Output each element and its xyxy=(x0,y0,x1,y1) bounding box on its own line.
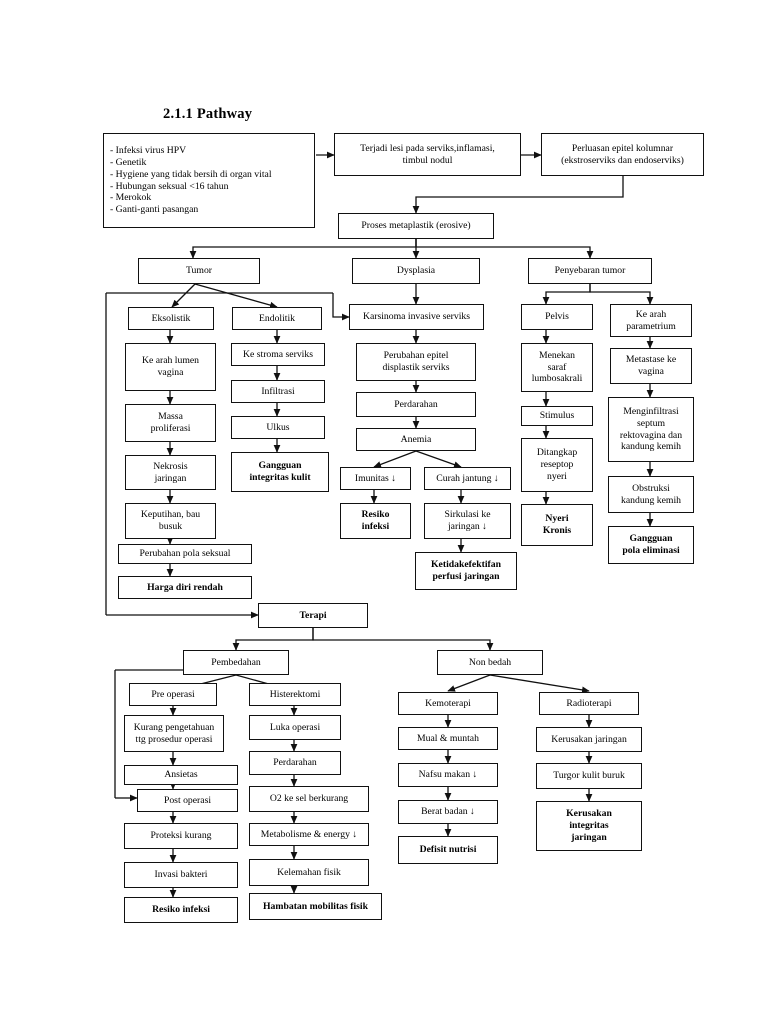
node-karsinoma-invasive[interactable]: Karsinoma invasive serviks xyxy=(349,304,484,330)
node-metabolisme-energy[interactable]: Metabolisme & energy ↓ xyxy=(249,823,369,846)
node-sirkulasi-jaringan[interactable]: Sirkulasi ke jaringan ↓ xyxy=(424,503,511,539)
node-histerektomi[interactable]: Histerektomi xyxy=(249,683,341,706)
node-ke-arah-lumen-vagina[interactable]: Ke arah lumen vagina xyxy=(125,343,216,391)
node-ansietas[interactable]: Ansietas xyxy=(124,765,238,785)
node-endolitik[interactable]: Endolitik xyxy=(232,307,322,330)
node-mual-muntah[interactable]: Mual & muntah xyxy=(398,727,498,750)
node-harga-diri-rendah[interactable]: Harga diri rendah xyxy=(118,576,252,599)
node-resiko-infeksi-2[interactable]: Resiko infeksi xyxy=(124,897,238,923)
node-turgor-kulit-buruk[interactable]: Turgor kulit buruk xyxy=(536,763,642,789)
node-perdarahan-2[interactable]: Perdarahan xyxy=(249,751,341,775)
node-stimulus[interactable]: Stimulus xyxy=(521,406,593,426)
node-perubahan-epitel-displastik[interactable]: Perubahan epitel displastik serviks xyxy=(356,343,476,381)
node-ke-arah-parametrium[interactable]: Ke arah parametrium xyxy=(610,304,692,337)
page-title: 2.1.1 Pathway xyxy=(163,106,253,122)
node-pelvis[interactable]: Pelvis xyxy=(521,304,593,330)
node-ketidakefektifan-perfusi[interactable]: Ketidakefektifan perfusi jaringan xyxy=(415,552,517,590)
node-defisit-nutrisi[interactable]: Defisit nutrisi xyxy=(398,836,498,864)
node-curah-jantung[interactable]: Curah jantung ↓ xyxy=(424,467,511,490)
node-ditangkap-reseptop-nyeri[interactable]: Ditangkap reseptop nyeri xyxy=(521,438,593,492)
node-keputihan-bau-busuk[interactable]: Keputihan, bau busuk xyxy=(125,503,216,539)
node-terapi[interactable]: Terapi xyxy=(258,603,368,628)
node-massa-proliferasi[interactable]: Massa proliferasi xyxy=(125,404,216,442)
node-kerusakan-jaringan[interactable]: Kerusakan jaringan xyxy=(536,727,642,752)
node-o2-ke-sel-berkurang[interactable]: O2 ke sel berkurang xyxy=(249,786,369,812)
node-menekan-saraf[interactable]: Menekan saraf lumbosakrali xyxy=(521,343,593,392)
node-menginfiltrasi-septum[interactable]: Menginfiltrasi septum rektovagina dan ka… xyxy=(608,397,694,462)
node-nafsu-makan[interactable]: Nafsu makan ↓ xyxy=(398,763,498,787)
node-nyeri-kronis[interactable]: Nyeri Kronis xyxy=(521,504,593,546)
node-tumor[interactable]: Tumor xyxy=(138,258,260,284)
node-pre-operasi[interactable]: Pre operasi xyxy=(129,683,217,706)
node-kelemahan-fisik[interactable]: Kelemahan fisik xyxy=(249,859,369,886)
node-hambatan-mobilitas-fisik[interactable]: Hambatan mobilitas fisik xyxy=(249,893,382,920)
node-radioterapi[interactable]: Radioterapi xyxy=(539,692,639,715)
node-penyebaran-tumor[interactable]: Penyebaran tumor xyxy=(528,258,652,284)
node-kurang-pengetahuan[interactable]: Kurang pengetahuan ttg prosedur operasi xyxy=(124,715,224,752)
node-etiologi[interactable]: - Infeksi virus HPV - Genetik - Hygiene … xyxy=(103,133,315,228)
node-pembedahan[interactable]: Pembedahan xyxy=(183,650,289,675)
node-ke-stroma-serviks[interactable]: Ke stroma serviks xyxy=(231,343,325,366)
node-perubahan-pola-seksual[interactable]: Perubahan pola seksual xyxy=(118,544,252,564)
node-post-operasi[interactable]: Post operasi xyxy=(137,789,238,812)
node-metastase-vagina[interactable]: Metastase ke vagina xyxy=(610,348,692,384)
node-gangguan-integritas-kulit[interactable]: Gangguan integritas kulit xyxy=(231,452,329,492)
node-perdarahan-1[interactable]: Perdarahan xyxy=(356,392,476,417)
node-eksolistik[interactable]: Eksolistik xyxy=(128,307,214,330)
node-kemoterapi[interactable]: Kemoterapi xyxy=(398,692,498,715)
node-dysplasia[interactable]: Dysplasia xyxy=(352,258,480,284)
node-luka-operasi[interactable]: Luka operasi xyxy=(249,715,341,740)
node-berat-badan[interactable]: Berat badan ↓ xyxy=(398,800,498,824)
node-perluasan-epitel[interactable]: Perluasan epitel kolumnar (ekstroserviks… xyxy=(541,133,704,176)
node-obstruksi-kandung-kemih[interactable]: Obstruksi kandung kemih xyxy=(608,476,694,513)
node-gangguan-pola-eliminasi[interactable]: Gangguan pola eliminasi xyxy=(608,526,694,564)
node-resiko-infeksi-1[interactable]: Resiko infeksi xyxy=(340,503,411,539)
node-non-bedah[interactable]: Non bedah xyxy=(437,650,543,675)
node-proteksi-kurang[interactable]: Proteksi kurang xyxy=(124,823,238,849)
node-ulkus[interactable]: Ulkus xyxy=(231,416,325,439)
node-invasi-bakteri[interactable]: Invasi bakteri xyxy=(124,862,238,888)
node-proses-metaplastik[interactable]: Proses metaplastik (erosive) xyxy=(338,213,494,239)
node-imunitas[interactable]: Imunitas ↓ xyxy=(340,467,411,490)
node-lesi[interactable]: Terjadi lesi pada serviks,inflamasi, tim… xyxy=(334,133,521,176)
node-infiltrasi[interactable]: Infiltrasi xyxy=(231,380,325,403)
node-nekrosis-jaringan[interactable]: Nekrosis jaringan xyxy=(125,455,216,490)
node-kerusakan-integritas-jaringan[interactable]: Kerusakan integritas jaringan xyxy=(536,801,642,851)
node-anemia[interactable]: Anemia xyxy=(356,428,476,451)
